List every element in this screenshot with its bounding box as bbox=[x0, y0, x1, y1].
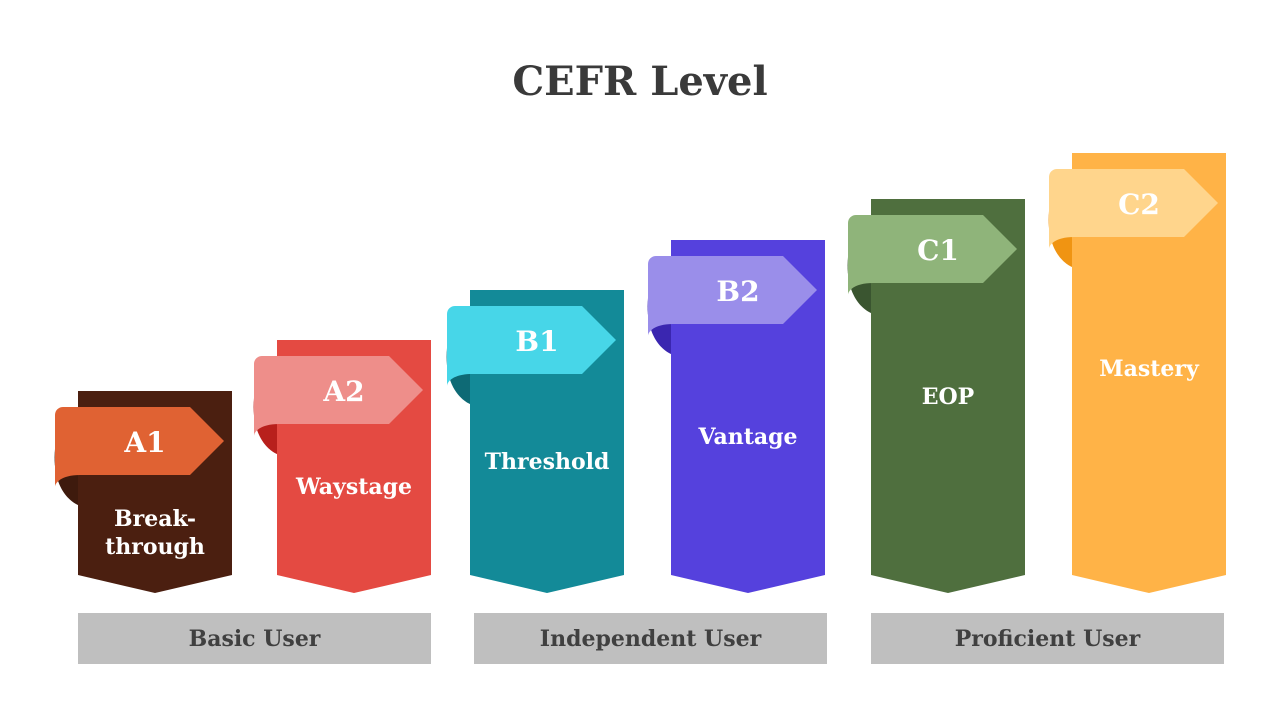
level-column bbox=[1072, 153, 1226, 593]
level-code: C2 bbox=[1118, 188, 1160, 221]
ribbon-tab bbox=[848, 215, 1017, 295]
level-name: through bbox=[105, 534, 205, 560]
level-code: B1 bbox=[515, 325, 558, 358]
band-independent-user: Independent User bbox=[474, 613, 827, 664]
level-code: A2 bbox=[322, 375, 364, 408]
ribbon-tab bbox=[55, 407, 224, 487]
level-name: Vantage bbox=[697, 424, 797, 450]
level-code: A1 bbox=[123, 426, 165, 459]
ribbon-tab bbox=[648, 256, 817, 336]
level-code: B2 bbox=[716, 275, 759, 308]
ribbon-tab bbox=[1049, 169, 1218, 249]
ribbon-tab bbox=[447, 306, 616, 386]
level-name: Mastery bbox=[1099, 356, 1200, 382]
level-name: EOP bbox=[922, 384, 974, 410]
level-name: Threshold bbox=[485, 449, 610, 475]
ribbon-tab bbox=[254, 356, 423, 436]
level-column bbox=[871, 199, 1025, 593]
level-name: Break- bbox=[114, 506, 196, 532]
level-code: C1 bbox=[917, 234, 959, 267]
page-title: CEFR Level bbox=[512, 58, 768, 105]
band-basic-user: Basic User bbox=[78, 613, 431, 664]
band-proficient-user: Proficient User bbox=[871, 613, 1224, 664]
level-column bbox=[671, 240, 825, 593]
level-name: Waystage bbox=[295, 474, 412, 500]
